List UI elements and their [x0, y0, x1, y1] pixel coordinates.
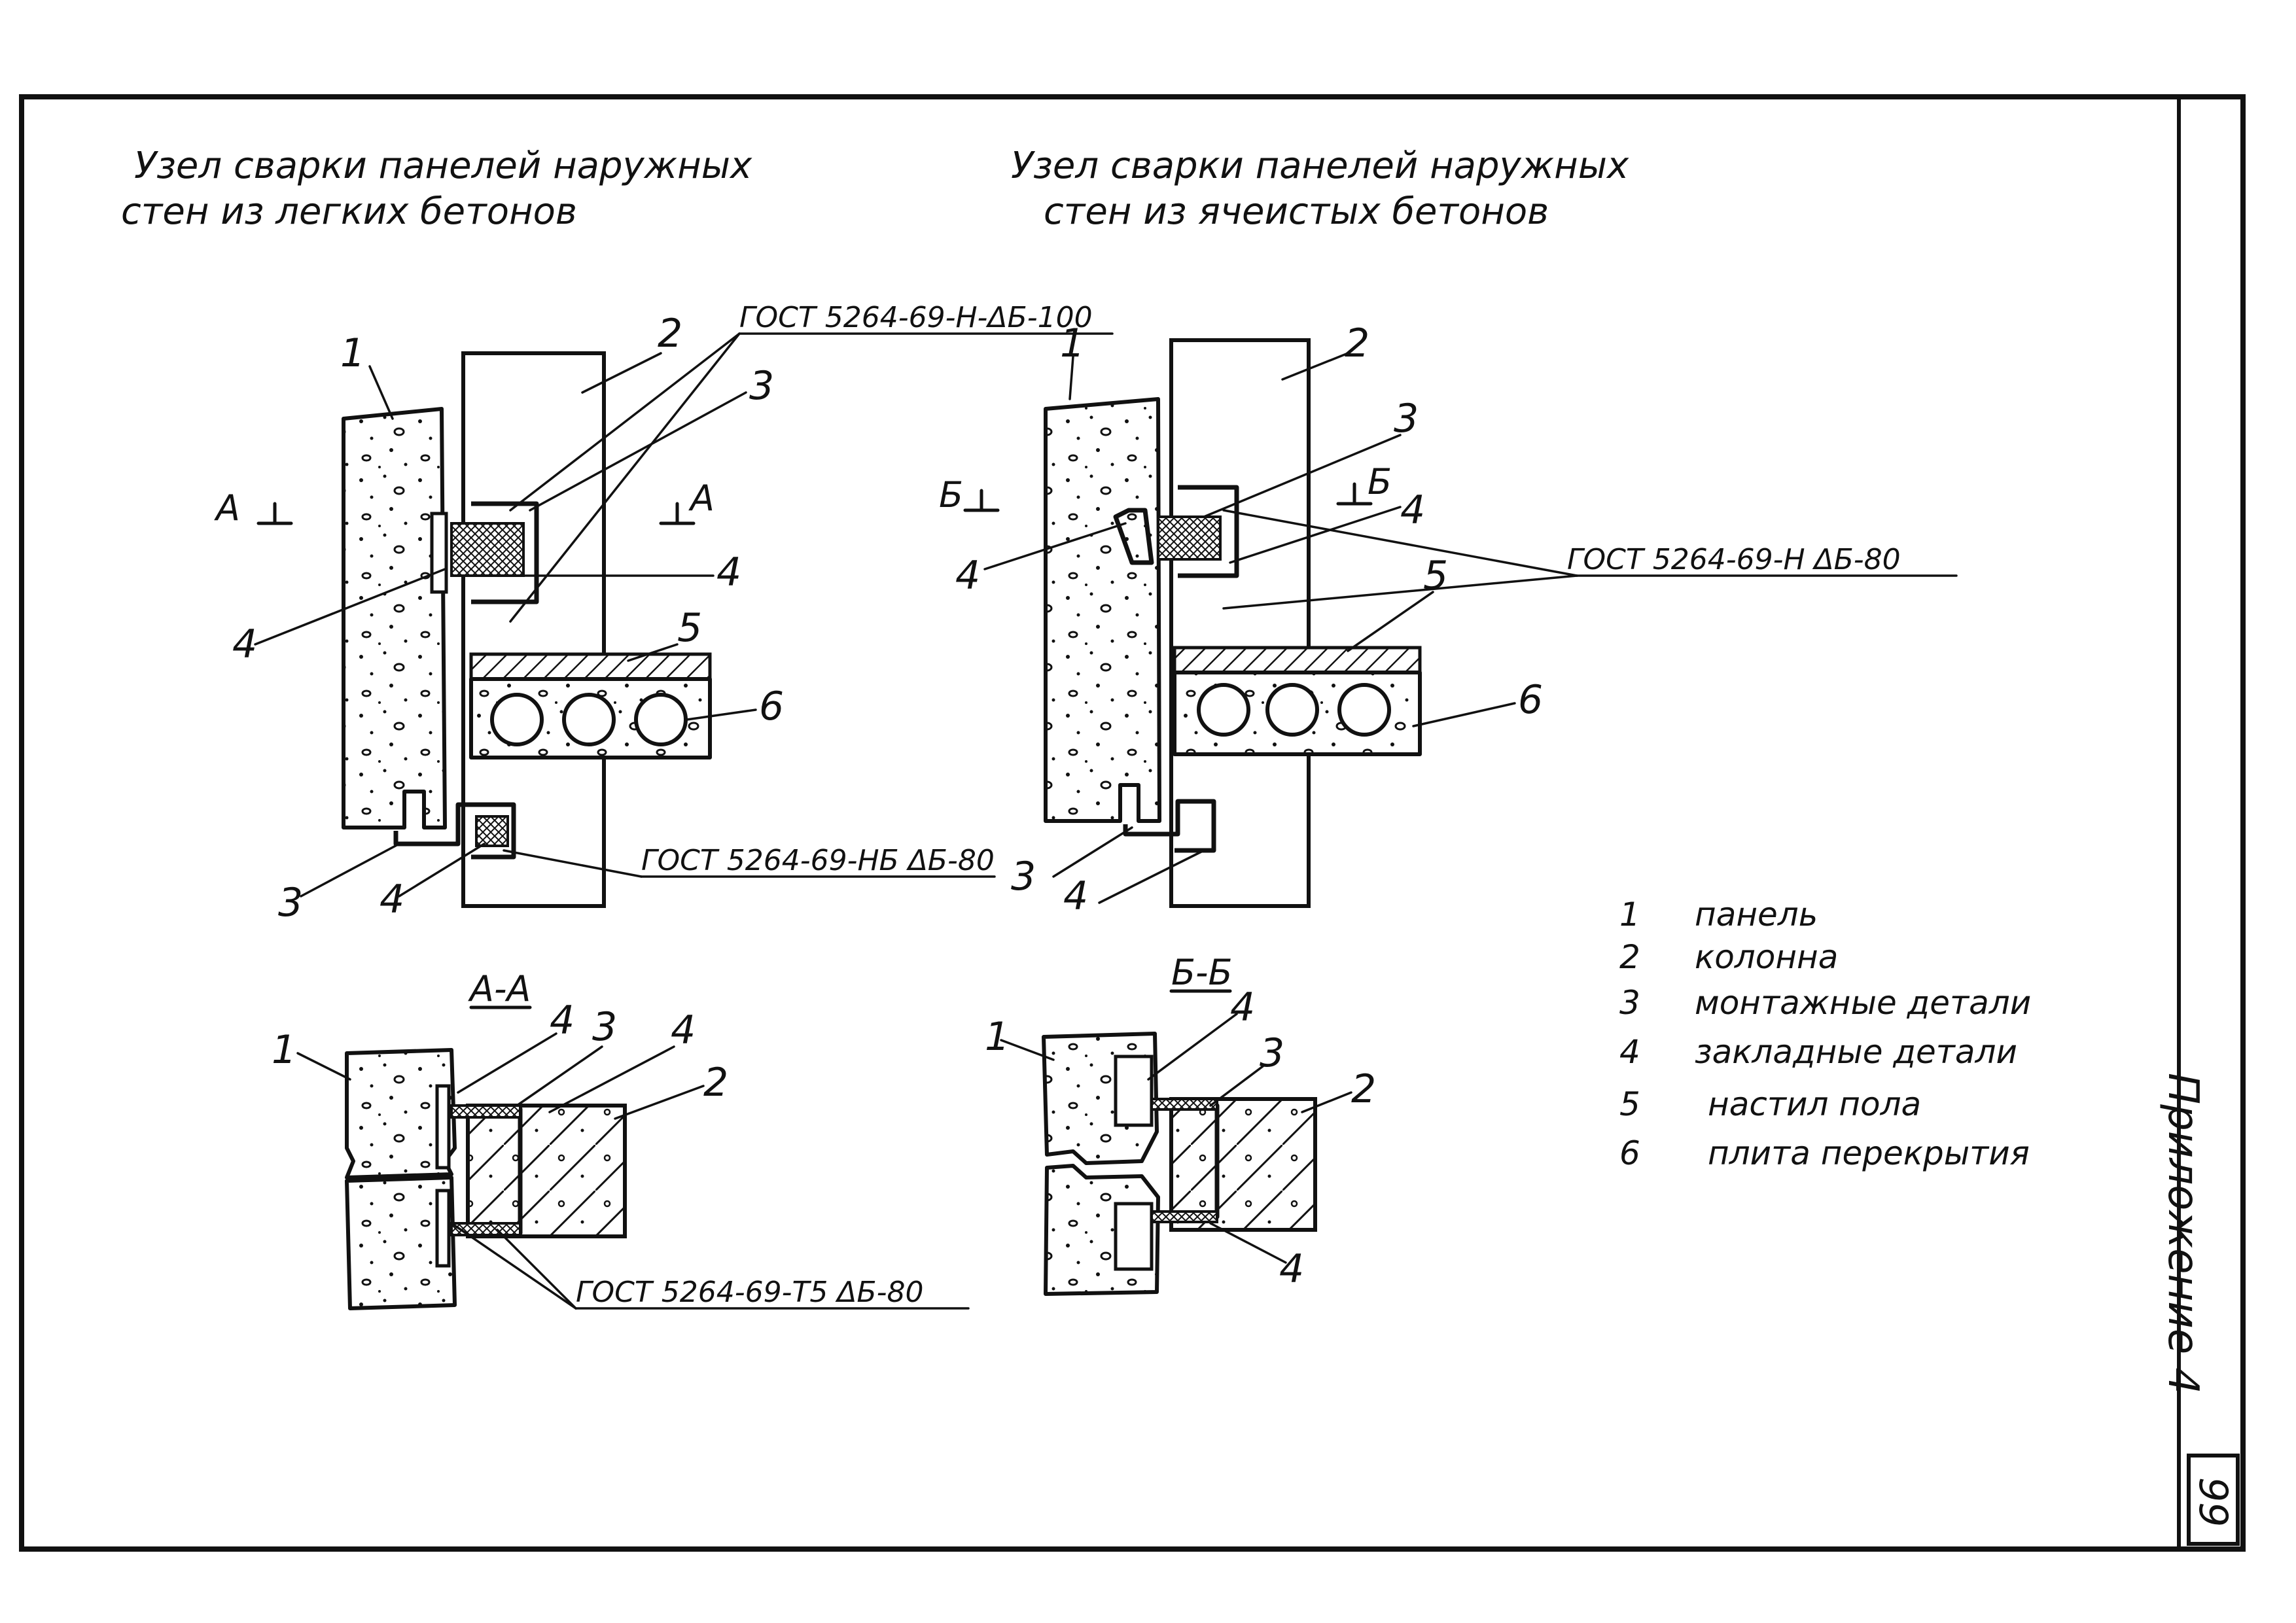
panel-aa-top — [345, 1048, 457, 1179]
callout-2-aa: 2 — [703, 1060, 728, 1106]
callout-2-right: 2 — [1345, 321, 1369, 366]
title-right-line2: стен из ячеистых бетонов — [1044, 190, 1549, 233]
callout-6-left: 6 — [759, 684, 784, 729]
legend-num-5: 5 — [1619, 1085, 1640, 1123]
section-mark-a-left: А — [214, 487, 240, 529]
left-node-detail — [254, 332, 1114, 908]
callout-3-left: 3 — [749, 363, 774, 409]
side-title: Приложение 4 — [2159, 1073, 2207, 1394]
callout-4-bb-bottom: 4 — [1279, 1246, 1304, 1292]
callout-5-right: 5 — [1423, 553, 1448, 599]
section-mark-b-left: Б — [939, 474, 963, 515]
column-aa — [466, 1104, 627, 1238]
legend-num-1: 1 — [1619, 896, 1640, 934]
slab-void — [490, 693, 544, 746]
weld-note-left-top: ГОСТ 5264-69-Н-ΔБ-100 — [739, 301, 1093, 334]
mounting-bracket-right — [1178, 485, 1239, 578]
callout-1-bb: 1 — [985, 1014, 1010, 1060]
weld-left — [450, 522, 525, 577]
page-number-box — [2187, 1454, 2240, 1546]
callout-5-left: 5 — [677, 605, 702, 651]
callout-3-bb: 3 — [1260, 1030, 1284, 1076]
weld-note-aa: ГОСТ 5264-69-Т5 ΔБ-80 — [576, 1276, 923, 1309]
slab-void — [1337, 683, 1391, 737]
callout-4-aa-b: 4 — [671, 1007, 696, 1053]
embedded-part-bb-bottom — [1114, 1202, 1154, 1271]
column-bb — [1169, 1097, 1317, 1232]
weld-note-right: ГОСТ 5264-69-Н ΔБ-80 — [1567, 543, 1901, 576]
section-mark-b-right: Б — [1368, 461, 1392, 502]
legend-text-3: монтажные детали — [1695, 984, 2031, 1022]
legend-text-5: настил пола — [1708, 1085, 1921, 1123]
lower-bracket-left — [393, 802, 516, 860]
legend-num-4: 4 — [1619, 1033, 1640, 1071]
callout-4-left-panel: 4 — [232, 621, 257, 667]
page-number: 99 — [2190, 1477, 2236, 1527]
legend-num-3: 3 — [1619, 984, 1640, 1022]
panel-right — [1044, 397, 1161, 823]
section-title-aa: А-А — [468, 968, 531, 1009]
callout-3-right-bottom: 3 — [1011, 854, 1036, 899]
callout-2-bb: 2 — [1351, 1066, 1376, 1112]
lower-weld-left — [475, 815, 509, 847]
callout-4-right-bottom: 4 — [1063, 873, 1088, 919]
callout-6-right: 6 — [1518, 677, 1543, 723]
slab-void — [1265, 683, 1319, 737]
legend-text-2: колонна — [1695, 938, 1838, 976]
callout-1-left: 1 — [340, 330, 365, 376]
section-aa — [296, 1005, 970, 1310]
callout-4-left-bottom: 4 — [380, 877, 404, 922]
slab-void — [634, 693, 688, 746]
legend-text-6: плита перекрытия — [1708, 1134, 2030, 1172]
legend-text-4: закладные детали — [1695, 1033, 2017, 1071]
title-left-line1: Узел сварки панелей наружных — [134, 145, 752, 187]
callout-3-left-bottom: 3 — [278, 880, 303, 926]
legend: 1 панель 2 колонна 3 монтажные детали 4 … — [1619, 896, 2031, 1172]
slab-void — [1197, 683, 1250, 737]
weld-right — [1157, 515, 1222, 561]
embedded-plate-aa-bottom — [435, 1189, 451, 1268]
callout-3-right: 3 — [1394, 396, 1419, 442]
embedded-plate-aa-top — [435, 1084, 451, 1170]
callout-1-right: 1 — [1060, 321, 1085, 366]
section-title-bb: Б-Б — [1171, 952, 1233, 993]
callout-4-right-top: 4 — [1400, 487, 1425, 533]
title-left-line2: стен из легких бетонов — [121, 190, 577, 233]
sheet-frame — [19, 94, 2246, 1552]
lower-bracket-right — [1123, 799, 1216, 853]
callout-3-aa: 3 — [592, 1004, 617, 1050]
column-right — [1169, 338, 1311, 908]
weld-bb-bottom — [1150, 1210, 1218, 1223]
weld-bb-top — [1150, 1098, 1218, 1111]
legend-num-6: 6 — [1619, 1134, 1640, 1172]
mounting-bracket-left — [471, 501, 539, 604]
callout-4-right-panel: 4 — [955, 553, 980, 599]
weld-aa-top — [450, 1104, 521, 1119]
weld-note-left-bottom: ГОСТ 5264-69-НБ ΔБ-80 — [641, 844, 995, 877]
callout-2-left: 2 — [658, 311, 682, 357]
weld-aa-bottom — [450, 1222, 521, 1236]
slab-void — [562, 693, 616, 746]
legend-num-2: 2 — [1619, 938, 1640, 976]
floor-screed-left — [469, 652, 712, 681]
panel-aa-bottom — [345, 1176, 457, 1310]
embedded-part-right — [1113, 508, 1154, 565]
section-mark-a-right: А — [688, 478, 715, 519]
floor-screed-right — [1173, 646, 1422, 674]
embedded-plate-left — [430, 512, 448, 594]
callout-1-aa: 1 — [272, 1027, 296, 1073]
right-node-detail — [963, 338, 1958, 908]
title-right-line1: Узел сварки панелей наружных — [1011, 145, 1629, 187]
callout-4-bb-top: 4 — [1230, 985, 1255, 1030]
section-bb — [1000, 989, 1352, 1296]
column-left — [461, 351, 606, 908]
callout-4-aa-a: 4 — [550, 998, 574, 1043]
embedded-part-bb-top — [1114, 1055, 1154, 1127]
callout-4-left-top: 4 — [716, 550, 741, 595]
panel-left — [342, 407, 447, 829]
legend-text-1: панель — [1695, 896, 1818, 934]
